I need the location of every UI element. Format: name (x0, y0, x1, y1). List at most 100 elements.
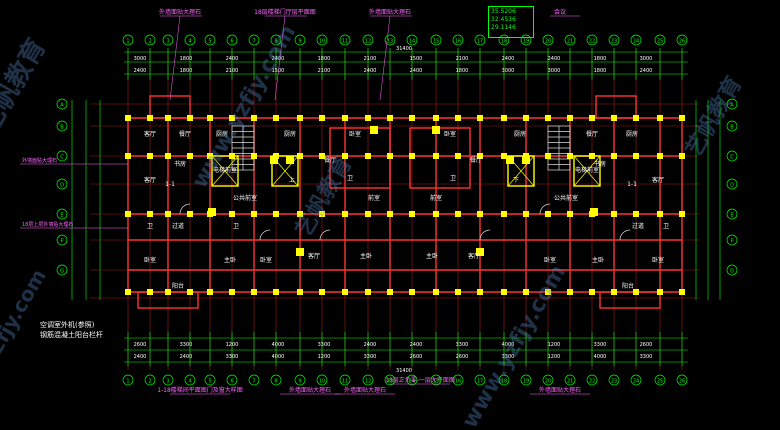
room-label-1: 餐厅 (179, 130, 191, 138)
dim-bot2-4: 1200 (318, 354, 331, 360)
room-label-27: 主卧 (224, 256, 236, 264)
axis-bubble-top-18 (520, 34, 532, 46)
room-label-24: 主卧 (426, 252, 438, 260)
axis-bubble-top-19 (542, 34, 554, 46)
dim-top-10: 1800 (594, 56, 607, 62)
room-label-29: 卧室 (544, 256, 556, 264)
room-label-25: 客厅 (468, 252, 480, 260)
note-ac: 空调室外机(参照) (40, 321, 95, 329)
dim-top-1: 1800 (180, 56, 193, 62)
dim-top-8: 2400 (502, 56, 515, 62)
axis-num-top-14: 15 (433, 39, 439, 45)
axis-letter-right-5: F (731, 239, 734, 245)
axis-num-bottom-3: 4 (188, 379, 191, 385)
room-label-19: 卫 (233, 223, 239, 230)
dim-bot2-1: 2400 (180, 354, 193, 360)
axis-bubble-bottom-7 (270, 374, 282, 386)
dim-top2-8: 3000 (502, 68, 515, 74)
dim-bot-3: 4000 (272, 342, 285, 348)
axis-num-top-5: 6 (230, 39, 233, 45)
callout-top-2: 外墙面贴大理石 (369, 8, 411, 16)
room-label-41: 下 (513, 177, 519, 184)
axis-num-top-12: 13 (387, 39, 393, 45)
elevator-right-2 (573, 155, 601, 187)
room-label-32: 阳台 (172, 282, 184, 290)
axis-num-top-11: 12 (365, 39, 371, 45)
room-label-0: 客厅 (144, 130, 156, 138)
axis-grid (90, 50, 700, 370)
axis-num-top-1: 2 (148, 39, 151, 45)
axis-num-bottom-16: 17 (477, 379, 483, 385)
balcony-right (599, 291, 661, 309)
door-swing-0 (179, 203, 191, 215)
callout-top-0: 外墙面贴大理石 (159, 8, 201, 16)
axis-bubble-bottom-19 (542, 374, 554, 386)
room-label-20: 过道 (632, 222, 644, 230)
dim-bot-10: 3300 (594, 342, 607, 348)
axis-letter-right-6: G (730, 269, 734, 275)
callout-left-1: 18层上层外墙贴大理石 (22, 221, 73, 228)
axis-num-bottom-18: 19 (523, 379, 529, 385)
axis-num-top-8: 9 (298, 39, 301, 45)
dim-bot2-2: 3300 (226, 354, 239, 360)
dim-bot2-3: 4000 (272, 354, 285, 360)
axis-num-bottom-22: 23 (611, 379, 617, 385)
axis-num-top-3: 4 (188, 39, 191, 45)
room-label-7: 餐厅 (586, 130, 598, 138)
axis-num-top-6: 7 (252, 39, 255, 45)
dimension-lines (71, 48, 721, 366)
axis-bubble-top-22 (608, 34, 620, 46)
dim-top-4: 1800 (318, 56, 331, 62)
axis-letter-left-2: C (60, 155, 64, 161)
axis-bubble-top-10 (339, 34, 351, 46)
room-label-23: 主卧 (360, 252, 372, 260)
axis-num-top-2: 3 (166, 39, 169, 45)
section-mark-0: 1-1 (165, 181, 175, 188)
dim-top-5: 2100 (364, 56, 377, 62)
axis-num-top-7: 8 (274, 39, 277, 45)
room-label-21: 卫 (663, 223, 669, 230)
callout-top-right: 会议 (554, 8, 566, 16)
axis-bubble-top-20 (564, 34, 576, 46)
axis-num-top-15: 16 (455, 39, 461, 45)
axis-num-bottom-21: 22 (589, 379, 595, 385)
axis-num-bottom-1: 2 (148, 379, 151, 385)
room-label-22: 客厅 (308, 252, 320, 260)
axis-bubble-bottom-2 (162, 374, 174, 386)
room-label-15: 卫 (347, 175, 353, 182)
axis-bubble-top-25 (676, 34, 688, 46)
callout-left-0: 外墙面贴大理石 (22, 157, 57, 164)
room-label-35: 餐厅 (470, 156, 482, 164)
dim-top2-5: 2400 (364, 68, 377, 74)
room-label-26: 卧室 (144, 256, 156, 264)
dim-bot2-5: 3300 (364, 354, 377, 360)
room-label-10: 客厅 (652, 176, 664, 184)
axis-num-bottom-12: 13 (387, 379, 393, 385)
axis-bubble-bottom-1 (144, 374, 156, 386)
axis-bubble-bottom-14 (430, 374, 442, 386)
axis-num-bottom-5: 6 (230, 379, 233, 385)
dim-bot-4: 3300 (318, 342, 331, 348)
dim-total-top: 31400 (396, 46, 412, 52)
axis-letter-right-3: D (730, 183, 734, 189)
axis-bubble-left-0 (56, 98, 68, 110)
axis-bubble-bottom-16 (474, 374, 486, 386)
dim-bot-1: 3300 (180, 342, 193, 348)
axis-num-top-4: 5 (208, 39, 211, 45)
dim-top-6: 1500 (410, 56, 423, 62)
axis-num-bottom-6: 7 (252, 379, 255, 385)
room-label-2: 厨房 (216, 130, 228, 138)
axis-num-bottom-15: 16 (455, 379, 461, 385)
axis-bubble-top-3 (184, 34, 196, 46)
axis-bubble-right-2 (726, 150, 738, 162)
dim-top-3: 2400 (272, 56, 285, 62)
dim-bot-9: 1200 (548, 342, 561, 348)
room-label-14: 公共前室 (554, 194, 578, 202)
axis-bubble-top-15 (452, 34, 464, 46)
room-label-3: 厨房 (284, 130, 296, 138)
axis-letter-right-4: E (730, 213, 733, 219)
axis-bubble-bottom-23 (630, 374, 642, 386)
axis-num-top-20: 21 (567, 39, 573, 45)
axis-num-top-0: 1 (126, 39, 129, 45)
